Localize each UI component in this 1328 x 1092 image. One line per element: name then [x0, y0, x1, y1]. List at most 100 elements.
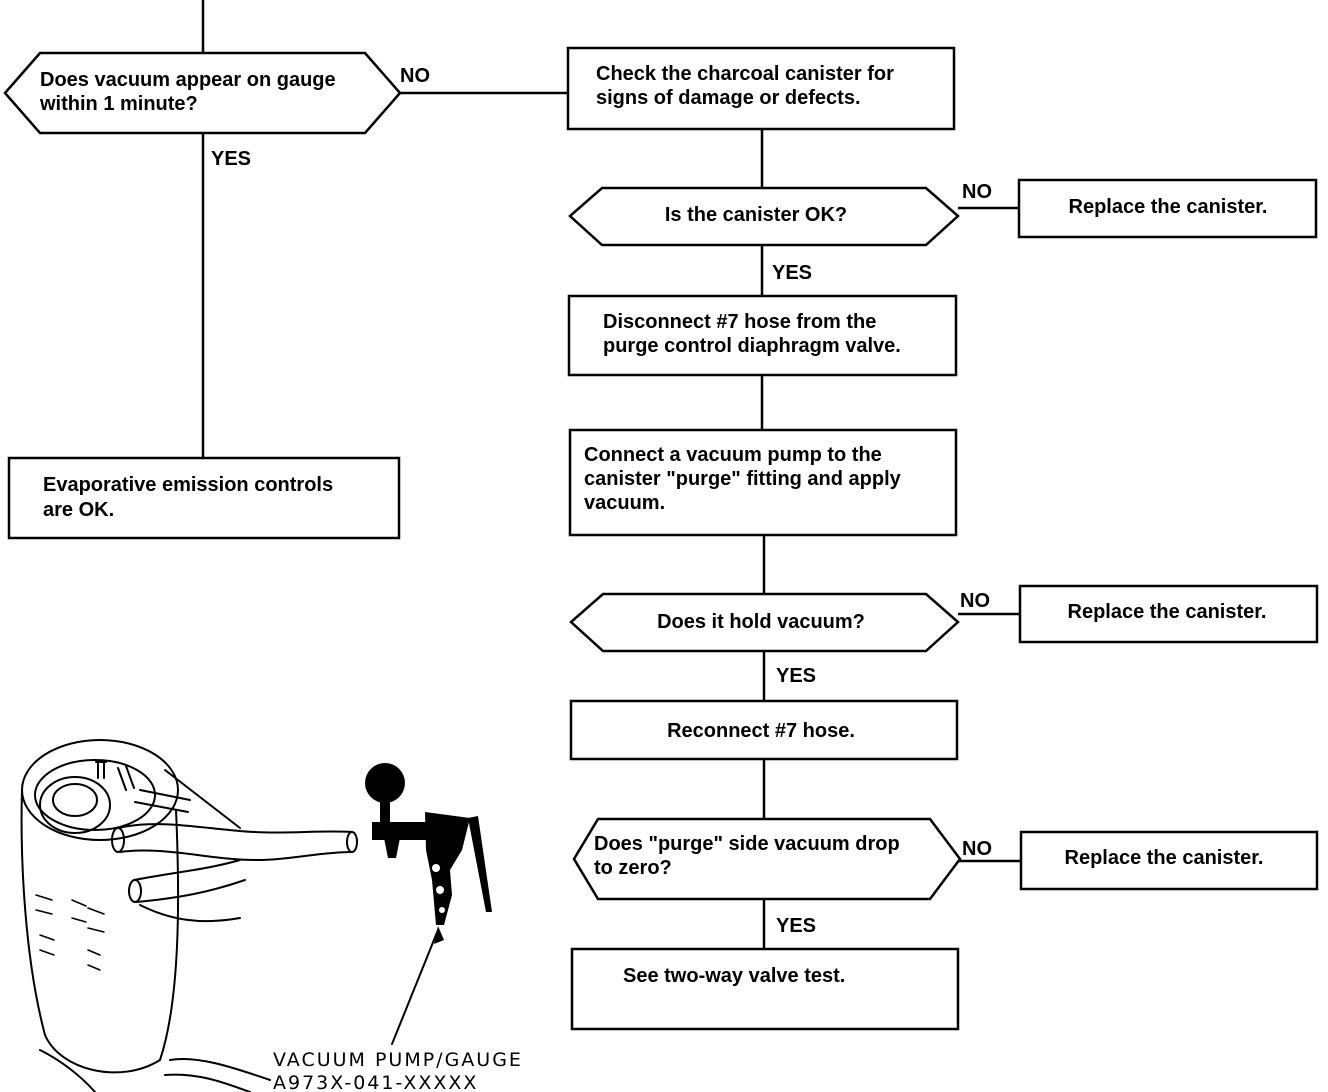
canister-nipple	[117, 765, 135, 791]
step-replace-canister-2: Replace the canister.	[1018, 584, 1319, 644]
hose-lower-tail	[139, 904, 241, 923]
pump-detail	[436, 886, 444, 894]
text-line: purge control diaphragm valve.	[603, 335, 901, 357]
decision-text: Is the canister OK?	[665, 204, 847, 226]
branch-label-yes: YES	[772, 262, 812, 284]
canister-top	[21, 739, 179, 841]
text-line: Evaporative emission controls	[43, 474, 333, 496]
pump-head	[372, 822, 430, 840]
step-box	[7, 456, 401, 540]
text-line: Reconnect #7 hose.	[667, 720, 855, 742]
pump-handle	[468, 816, 492, 912]
step-text: See two-way valve test.	[623, 965, 845, 987]
canister-connector	[134, 769, 241, 829]
step-box	[566, 46, 956, 131]
pump-detail	[439, 907, 445, 913]
branch-label-no: NO	[400, 65, 430, 87]
step-box	[1018, 584, 1319, 644]
text-line: canister "purge" fitting and apply	[584, 468, 902, 490]
decision-canister-ok: Is the canister OK?	[568, 186, 960, 247]
decision-shape	[569, 592, 960, 653]
branch-labels: NO YES NO YES NO YES NO YES	[211, 65, 992, 937]
step-text: Replace the canister.	[1068, 601, 1267, 623]
pump-nozzle	[384, 838, 400, 858]
leader-line	[391, 929, 439, 1045]
step-replace-canister-1: Replace the canister.	[1017, 178, 1318, 239]
decision-purge-drop: Does "purge" side vacuum drop to zero?	[572, 817, 962, 901]
decision-text: Does it hold vacuum?	[657, 611, 865, 633]
decision-hold-vacuum: Does it hold vacuum?	[569, 592, 960, 653]
text-line: Connect a vacuum pump to the	[584, 444, 882, 466]
text-line: Does vacuum appear on gauge	[40, 69, 336, 91]
step-connect-pump: Connect a vacuum pump to the canister "p…	[568, 428, 958, 537]
text-line: See two-way valve test.	[623, 965, 845, 987]
canister-marks	[35, 894, 105, 971]
step-text: Check the charcoal canister for signs of…	[596, 63, 899, 109]
hose-lower	[133, 859, 246, 903]
text-line: vacuum.	[584, 492, 665, 514]
canister-inner-rim	[34, 759, 156, 831]
step-text: Reconnect #7 hose.	[667, 720, 855, 742]
step-box	[568, 428, 958, 537]
step-disconnect-hose: Disconnect #7 hose from the purge contro…	[567, 294, 958, 377]
step-text: Evaporative emission controls are OK.	[43, 474, 339, 521]
step-text: Replace the canister.	[1069, 196, 1268, 218]
hose-upper-bottom	[119, 849, 353, 861]
branch-label-yes: YES	[211, 148, 251, 170]
tool-name-label: VACUUM PUMP/GAUGE	[273, 1049, 523, 1071]
decision-shape	[572, 817, 962, 901]
branch-label-no: NO	[962, 181, 992, 203]
hose-end	[128, 879, 142, 903]
step-replace-canister-3: Replace the canister.	[1019, 830, 1319, 891]
step-box	[569, 699, 959, 761]
step-box	[1019, 830, 1319, 891]
canister-body	[20, 789, 180, 1074]
leader-arrowhead	[434, 926, 444, 944]
text-line: Does it hold vacuum?	[657, 611, 865, 633]
hose-bottom	[164, 1058, 271, 1092]
branch-label-no: NO	[962, 838, 992, 860]
text-line: Disconnect #7 hose from the	[603, 311, 876, 333]
decision-shape	[3, 51, 402, 135]
pump-detail	[432, 864, 440, 872]
step-text: Disconnect #7 hose from the purge contro…	[603, 311, 901, 357]
text-line: Is the canister OK?	[665, 204, 847, 226]
step-emission-ok: Evaporative emission controls are OK.	[7, 456, 401, 540]
text-line: are OK.	[43, 499, 114, 521]
decision-text: Does "purge" side vacuum drop to zero?	[594, 833, 905, 879]
connector-lines	[201, 0, 1021, 949]
branch-label-yes: YES	[776, 665, 816, 687]
hose-end	[346, 831, 358, 853]
pump-grip	[425, 812, 470, 925]
branch-label-yes: YES	[776, 915, 816, 937]
canister-illustration	[20, 739, 358, 1092]
step-box	[1017, 178, 1318, 239]
text-line: within 1 minute?	[39, 93, 198, 115]
step-text: Connect a vacuum pump to the canister "p…	[584, 444, 906, 514]
text-line: Replace the canister.	[1065, 847, 1264, 869]
decision-vacuum-gauge: Does vacuum appear on gauge within 1 min…	[3, 51, 402, 135]
canister-fitting-inner	[52, 783, 98, 817]
step-check-canister: Check the charcoal canister for signs of…	[566, 46, 956, 131]
text-line: signs of damage or defects.	[596, 87, 861, 109]
gauge-stem	[380, 800, 390, 822]
canister-nipple	[95, 761, 107, 779]
text-line: Replace the canister.	[1069, 196, 1268, 218]
tool-number-label: A973X-041-XXXXX	[273, 1072, 478, 1092]
step-reconnect-hose: Reconnect #7 hose.	[569, 699, 959, 761]
branch-label-no: NO	[960, 590, 990, 612]
canister-fitting	[39, 776, 111, 834]
vacuum-pump-illustration	[365, 763, 492, 1045]
hose-end	[111, 827, 125, 853]
text-line: Replace the canister.	[1068, 601, 1267, 623]
step-box	[567, 294, 958, 377]
gauge-dial	[365, 763, 405, 803]
step-two-way-valve: See two-way valve test.	[570, 947, 960, 1031]
tool-caption: VACUUM PUMP/GAUGE A973X-041-XXXXX	[273, 1049, 523, 1092]
hose-upper-top	[117, 823, 353, 834]
text-line: Does "purge" side vacuum drop	[594, 833, 900, 855]
step-box	[570, 947, 960, 1031]
hose-bottom-left	[39, 1049, 96, 1092]
text-line: Check the charcoal canister for	[596, 63, 894, 85]
